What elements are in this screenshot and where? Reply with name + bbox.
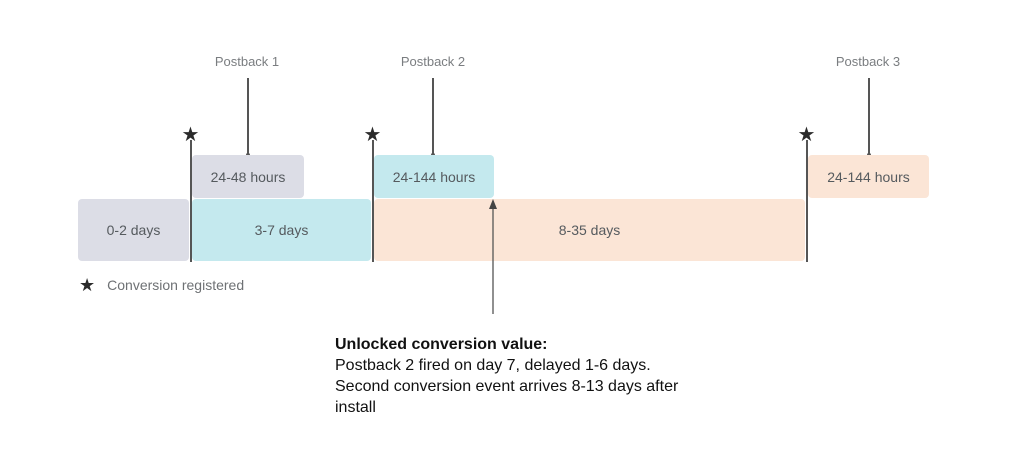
postback-1-window: 24-48 hours — [192, 155, 304, 198]
star-icon: ★ — [363, 124, 382, 146]
annotation-title: Unlocked conversion value: — [335, 336, 548, 353]
postback-3-label: Postback 3 — [835, 54, 901, 69]
star-icon: ★ — [79, 275, 96, 295]
postback-2-window: 24-144 hours — [374, 155, 494, 198]
postback-3-window: 24-144 hours — [808, 155, 929, 198]
postback-2-connector — [432, 78, 434, 155]
postback-1-label: Postback 1 — [214, 54, 280, 69]
postback-3-connector — [868, 78, 870, 155]
legend: ★ Conversion registered — [79, 276, 244, 294]
conversion-marker-1-line — [190, 140, 192, 262]
postback-3-window-label: 24-144 hours — [827, 168, 910, 185]
conversion-marker-2-line — [372, 140, 374, 262]
legend-label: Conversion registered — [107, 277, 245, 293]
annotation-body: Postback 2 fired on day 7, delayed 1-6 d… — [335, 357, 679, 416]
period-bar-3-7-days: 3-7 days — [192, 199, 371, 261]
postback-2-window-label: 24-144 hours — [392, 168, 476, 185]
star-icon: ★ — [797, 124, 816, 146]
postback-1-connector — [247, 78, 249, 155]
annotation: Unlocked conversion value: Postback 2 fi… — [335, 334, 695, 418]
annotation-arrow-icon — [489, 199, 497, 314]
postback-1-window-label: 24-48 hours — [210, 168, 286, 185]
period-label: 8-35 days — [558, 222, 621, 238]
period-label: 0-2 days — [106, 222, 161, 238]
conversion-marker-3-line — [806, 140, 808, 262]
period-label: 3-7 days — [254, 222, 309, 238]
star-icon: ★ — [181, 124, 200, 146]
period-bar-0-2-days: 0-2 days — [78, 199, 189, 261]
postback-2-label: Postback 2 — [400, 54, 466, 69]
period-bar-8-35-days: 8-35 days — [374, 199, 805, 261]
